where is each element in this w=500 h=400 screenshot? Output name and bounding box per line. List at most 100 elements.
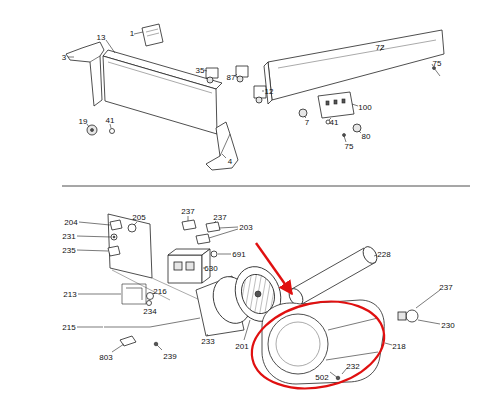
back-panel-parts-part — [352, 104, 358, 106]
control-panel — [103, 50, 222, 134]
callout-number: 4 — [227, 157, 233, 166]
small-fittings-part — [113, 236, 115, 238]
leader-lines-top-part — [222, 154, 226, 158]
highlight-part — [256, 243, 292, 294]
back-panel-parts-part — [343, 134, 346, 137]
blower-housing-part — [385, 343, 392, 345]
small-fittings-part — [128, 224, 136, 232]
callout-number: 12 — [264, 87, 275, 96]
info-card-part — [146, 29, 158, 32]
callout-number: 204 — [63, 218, 78, 227]
knobs-and-switches-part — [110, 129, 115, 134]
back-panel-parts-part — [344, 136, 346, 142]
small-fittings-part — [108, 246, 120, 256]
callout-number: 201 — [234, 342, 249, 351]
clips-and-screws — [112, 336, 162, 352]
end-cap-left — [66, 42, 104, 106]
wire-harness-part — [126, 288, 142, 300]
callout-number: 803 — [98, 353, 113, 362]
exhaust-duct-part — [290, 248, 376, 304]
motor-bracket-part — [112, 270, 170, 300]
callout-number: 691 — [231, 250, 246, 259]
knobs-and-switches-part — [254, 86, 266, 98]
motor-mount-part — [207, 334, 208, 336]
exhaust-duct-part — [374, 255, 377, 256]
back-panel-part — [278, 40, 436, 68]
callout-number: 237 — [438, 283, 453, 292]
wire-harness-part — [104, 318, 200, 327]
callout-number: 215 — [61, 323, 76, 332]
motor-and-fan-part — [244, 320, 250, 340]
small-fittings — [77, 220, 137, 256]
callout-number: 235 — [61, 246, 76, 255]
back-panel-parts-part — [326, 101, 329, 105]
callout-number: 75 — [344, 142, 355, 151]
callout-number: 237 — [180, 207, 195, 216]
wire-harness-part — [147, 293, 154, 300]
housing-screws — [330, 368, 347, 380]
back-panel-part — [264, 62, 272, 104]
motor-and-fan-part — [255, 291, 261, 297]
callout-number: 7 — [304, 118, 310, 127]
back-panel-parts — [299, 64, 440, 142]
blower-housing-part — [276, 322, 320, 366]
callout-number: 234 — [142, 307, 157, 316]
info-card — [142, 24, 163, 46]
highlight-part — [244, 290, 393, 400]
callout-number: 75 — [432, 59, 443, 68]
info-card-part — [147, 33, 159, 36]
end-cap-right — [206, 122, 238, 170]
end-cap-left-part — [90, 56, 100, 62]
knobs-and-switches-part — [91, 129, 94, 132]
wire-harness-part — [147, 301, 152, 306]
knobs-and-switches — [87, 66, 266, 135]
small-fittings-part — [110, 220, 122, 230]
terminals-part — [188, 216, 189, 221]
back-panel-parts-part — [299, 109, 307, 117]
knobs-and-switches-part — [87, 125, 97, 135]
thermostat-part — [398, 312, 406, 320]
exhaust-duct-part — [360, 244, 379, 266]
leader-lines-top-part — [68, 57, 74, 58]
callout-number: 230 — [440, 321, 455, 330]
callout-number: 19 — [78, 117, 89, 126]
back-panel-parts-part — [342, 99, 345, 103]
back-panel-parts-part — [318, 92, 354, 118]
small-fittings-part — [77, 236, 111, 237]
leader-lines-top-part — [110, 124, 111, 128]
callout-number: 232 — [345, 362, 360, 371]
thermostat-part — [418, 320, 440, 324]
callout-number: 80 — [361, 132, 372, 141]
blower-housing-part — [328, 318, 378, 330]
wire-harness-part — [122, 284, 146, 304]
motor-switch — [168, 249, 231, 283]
callout-number: 100 — [357, 103, 372, 112]
callout-number: 630 — [203, 264, 218, 273]
exhaust-duct — [286, 244, 379, 308]
thermostat — [398, 290, 440, 324]
leader-lines-top-part — [134, 32, 143, 34]
wire-harness — [77, 284, 200, 327]
motor-switch-part — [211, 251, 217, 257]
small-fittings-part — [111, 234, 117, 240]
callout-number: 239 — [162, 352, 177, 361]
wire-harness-part — [77, 327, 103, 328]
callout-number: 3 — [61, 53, 67, 62]
back-panel-parts-part — [334, 100, 337, 104]
highlight — [244, 243, 393, 400]
terminals-part — [209, 229, 238, 238]
motor-switch-part — [174, 262, 182, 270]
leader-lines-top — [68, 32, 264, 158]
back-panel-parts-part — [359, 131, 361, 133]
terminals-part — [182, 220, 196, 230]
terminals-part — [196, 234, 210, 244]
small-fittings-part — [79, 222, 110, 225]
knobs-and-switches-part — [206, 68, 218, 78]
callout-number: 41 — [105, 116, 116, 125]
small-fittings-part — [77, 250, 108, 251]
motor-switch-part — [186, 262, 194, 270]
terminals-part — [219, 227, 238, 228]
callout-number: 231 — [61, 232, 76, 241]
